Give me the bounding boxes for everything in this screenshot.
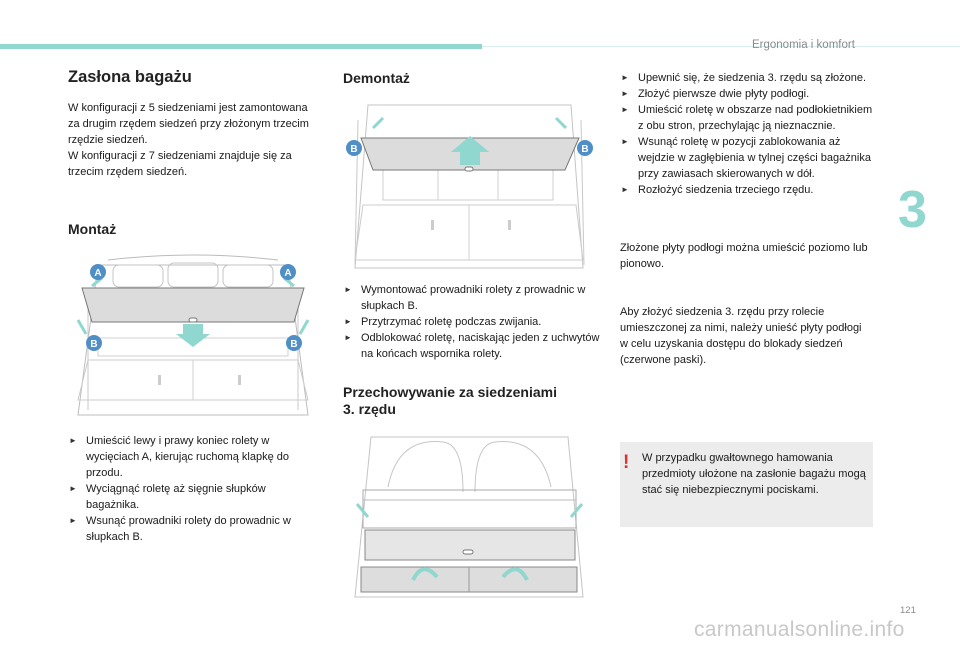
list-item: Złożyć pierwsze dwie płyty podłogi. [620, 86, 880, 102]
list-item: Wymontować prowadniki rolety z prowadnic… [343, 282, 600, 314]
watermark: carmanualsonline.info [694, 618, 905, 641]
warning-icon: ! [623, 452, 630, 473]
page-number: 121 [900, 605, 916, 616]
list-item: Wsunąć roletę w pozycji zablokowania aż … [620, 134, 880, 182]
marker-b-right: B [290, 339, 297, 350]
heading-storage: Przechowywanie za siedzeniami 3. rzędu [343, 384, 557, 418]
list-item: Upewnić się, że siedzenia 3. rzędu są zł… [620, 70, 880, 86]
page-title: Zasłona bagażu [68, 68, 192, 86]
intro-paragraph-2: W konfiguracji z 7 siedzeniami znajduje … [68, 150, 292, 178]
marker-a-left: A [94, 268, 101, 279]
marker-a-right: A [284, 268, 291, 279]
list-item: Wsunąć prowadniki rolety do prowadnic w … [68, 513, 318, 545]
warning-text: W przypadku gwałtownego hamowania przedm… [642, 452, 866, 496]
list-item: Wyciągnąć roletę aż sięgnie słupków baga… [68, 481, 318, 513]
list-item: Odblokować roletę, naciskając jeden z uc… [343, 330, 600, 362]
storage-steps: Upewnić się, że siedzenia 3. rzędu są zł… [620, 70, 880, 198]
header-rule [482, 46, 960, 47]
heading-storage-line-1: Przechowywanie za siedzeniami [343, 384, 557, 400]
section-title: Ergonomia i komfort [752, 39, 855, 51]
intro-paragraph-1: W konfiguracji z 5 siedzeniami jest zamo… [68, 102, 309, 146]
list-item: Umieścić lewy i prawy koniec rolety w wy… [68, 433, 318, 481]
storage-after-text: Złożone płyty podłogi można umieścić poz… [620, 242, 868, 270]
intro-text: W konfiguracji z 5 siedzeniami jest zamo… [68, 100, 318, 180]
list-item: Umieścić roletę w obszarze nad podłokiet… [620, 102, 880, 134]
heading-storage-line-2: 3. rzędu [343, 401, 396, 417]
heading-demontaz: Demontaż [343, 70, 410, 86]
marker-b-left: B [90, 339, 97, 350]
illustration-installation: A A B B [68, 250, 318, 422]
list-item: Przytrzymać roletę podczas zwijania. [343, 314, 600, 330]
illustration-storage [343, 432, 596, 602]
removal-steps: Wymontować prowadniki rolety z prowadnic… [343, 282, 600, 362]
list-item: Rozłożyć siedzenia trzeciego rzędu. [620, 182, 880, 198]
marker-b-right: B [581, 144, 588, 155]
storage-note: Aby złożyć siedzenia 3. rzędu przy rolec… [620, 306, 862, 366]
illustration-removal: B B [343, 100, 596, 272]
heading-montaz: Montaż [68, 221, 117, 237]
installation-steps: Umieścić lewy i prawy koniec rolety w wy… [68, 433, 318, 545]
marker-b-left: B [350, 144, 357, 155]
warning-box: ! W przypadku gwałtownego hamowania prze… [620, 442, 873, 527]
chapter-number: 3 [898, 181, 927, 239]
header-accent-bar [0, 44, 482, 49]
